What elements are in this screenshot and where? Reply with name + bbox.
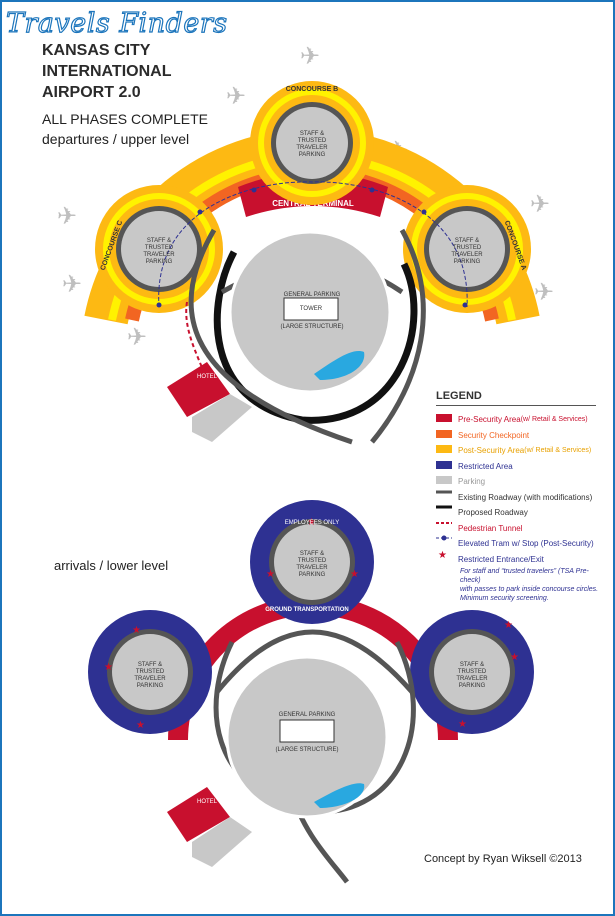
large-structure-label: (LARGE STRUCTURE) — [280, 324, 344, 330]
legend-label: Proposed Roadway — [458, 508, 528, 518]
airplane-icon: ✈ — [62, 270, 82, 298]
concourse-b-label: CONCOURSE B — [285, 86, 339, 93]
hotel-arrivals-label: HOTEL — [196, 799, 217, 805]
pedestrian-tunnel — [185, 301, 208, 383]
page-subtitle: ALL PHASES COMPLETE departures / upper l… — [42, 109, 208, 149]
proposed-roadway — [213, 250, 418, 424]
water — [314, 351, 365, 380]
legend-label: Parking — [458, 477, 486, 487]
svg-text:★: ★ — [438, 550, 447, 561]
legend-item: Elevated Tram w/ Stop (Post-Security) — [436, 536, 606, 552]
legend-note-line: Minimum security screening. — [460, 595, 549, 602]
arrivals-label: arrivals / lower level — [54, 558, 169, 573]
concourse-b-parking — [276, 107, 348, 179]
svg-text:★: ★ — [350, 569, 359, 580]
legend-note-line: with passes to park inside concourse cir… — [460, 586, 599, 593]
svg-text:★: ★ — [136, 720, 145, 731]
hotel-arrivals — [167, 787, 230, 842]
legend-label: Post-Security Area — [458, 446, 525, 456]
legend-item: Restricted Area — [436, 459, 606, 475]
water-arrivals — [314, 783, 365, 808]
legend-label: Existing Roadway (with modifications) — [458, 492, 593, 502]
employees-only-label: EMPLOYEES ONLY — [284, 520, 340, 526]
arrivals-level: ★ ★ ★ ★ ★ ★ ★ ★ ★ — [88, 500, 534, 884]
tram-stops — [156, 187, 468, 308]
airplane-icon: ✈ — [57, 202, 77, 230]
existing-roadway — [188, 228, 353, 445]
departures-level: CENTRAL TERMINAL — [84, 81, 540, 445]
legend-heading: LEGEND — [436, 390, 596, 406]
watermark: Travels Finders — [5, 7, 228, 39]
arrivals-tower — [279, 719, 335, 743]
legend-label: Pedestrian Tunnel — [458, 523, 523, 533]
legend-swatches: ★ — [436, 414, 452, 561]
arrivals-roadway-2 — [215, 629, 414, 694]
existing-roadway-2 — [370, 228, 426, 444]
concourse-a-parking — [429, 211, 505, 287]
departures-label: departures / upper level — [42, 131, 190, 147]
legend-label: Restricted Area — [458, 461, 513, 471]
concourse-c-parking — [121, 211, 197, 287]
restricted-entrance-stars: ★ ★ ★ ★ ★ ★ ★ ★ ★ — [104, 517, 519, 731]
title-line: KANSAS CITY — [42, 42, 151, 59]
svg-text:★: ★ — [307, 517, 316, 528]
legend-item: Existing Roadway (with modifications) — [436, 490, 606, 506]
legend-item: Security Checkpoint — [436, 428, 606, 444]
legend-label: Pre-Security Area — [458, 415, 521, 425]
airplane-icon: ✈ — [300, 42, 320, 70]
legend-label: Restricted Entrance/Exit — [458, 554, 544, 564]
airplane-icon: ✈ — [127, 323, 147, 351]
svg-text:★: ★ — [266, 569, 275, 580]
hotel-parking-arrivals — [192, 817, 252, 867]
large-structure-arrivals-label: (LARGE STRUCTURE) — [275, 747, 339, 753]
hotel-label: HOTEL — [196, 374, 217, 380]
title-line: INTERNATIONAL — [42, 63, 172, 80]
legend-item: Restricted Entrance/Exit — [436, 552, 606, 568]
tower-label: TOWER — [299, 306, 323, 312]
hotel-parking — [192, 394, 252, 442]
elevated-tram — [158, 181, 468, 308]
legend-item: Pre-Security Area (w/ Retail & Services) — [436, 412, 606, 428]
ground-transportation-label: GROUND TRANSPORTATION — [265, 607, 349, 613]
legend: LEGEND Pre-Security Area (w/ Retail & Se… — [436, 390, 606, 603]
legend-note: For staff and “trusted travelers” (TSA P… — [436, 567, 606, 603]
general-parking-arrivals-label: GENERAL PARKING — [278, 712, 336, 718]
legend-label-suffix: (w/ Retail & Services) — [520, 416, 588, 424]
page-title: KANSAS CITY INTERNATIONAL AIRPORT 2.0 — [42, 40, 171, 103]
airplane-icon: ✈ — [534, 278, 554, 306]
svg-text:★: ★ — [132, 625, 141, 636]
svg-text:★: ★ — [504, 620, 513, 631]
title-line: AIRPORT 2.0 — [42, 84, 141, 101]
svg-text:★: ★ — [458, 719, 467, 730]
legend-label: Security Checkpoint — [458, 430, 530, 440]
legend-item: Post-Security Area (w/ Retail & Services… — [436, 443, 606, 459]
phase-label: ALL PHASES COMPLETE — [42, 111, 208, 127]
tower — [283, 297, 339, 321]
general-parking-label: GENERAL PARKING — [283, 292, 341, 298]
legend-label: Elevated Tram w/ Stop (Post-Security) — [458, 539, 594, 549]
legend-note-line: For staff and “trusted travelers” (TSA P… — [460, 568, 589, 584]
airplane-icon: ✈ — [530, 190, 550, 218]
legend-label-suffix: (w/ Retail & Services) — [524, 447, 592, 455]
airplane-icon: ✈ — [226, 82, 246, 110]
legend-item: Proposed Roadway — [436, 505, 606, 521]
credit: Concept by Ryan Wiksell ©2013 — [424, 853, 582, 865]
legend-item: Pedestrian Tunnel — [436, 521, 606, 537]
svg-text:★: ★ — [510, 652, 519, 663]
svg-text:★: ★ — [104, 662, 113, 673]
hotel — [167, 362, 230, 417]
legend-item: Parking — [436, 474, 606, 490]
